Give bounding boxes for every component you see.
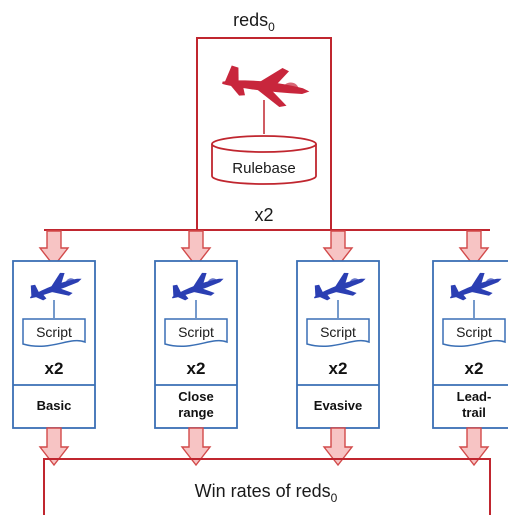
- script-label: Script: [36, 324, 72, 340]
- script-document-shape: [22, 318, 86, 348]
- script-document-shape: [164, 318, 228, 348]
- agent-name-line: Lead-: [457, 389, 492, 404]
- top-arrows: [38, 230, 490, 268]
- agent-multiplier: x2: [329, 359, 348, 378]
- agent-name-line: Close: [178, 389, 213, 404]
- down-arrow-bottom-3: [322, 427, 354, 467]
- down-arrow-top-4: [458, 230, 490, 268]
- script-label: Script: [456, 324, 492, 340]
- agent-name-line: Basic: [37, 398, 72, 413]
- down-arrow-bottom-1: [38, 427, 70, 467]
- down-arrow-top-1: [38, 230, 70, 268]
- agent-name-line: trail: [462, 405, 486, 420]
- win-rates-label: Win rates of reds0: [195, 481, 338, 505]
- script-document-shape: [442, 318, 506, 348]
- script-document-shape: [306, 318, 370, 348]
- script-label: Script: [178, 324, 214, 340]
- rulebase-label: Rulebase: [232, 160, 295, 177]
- down-arrow-top-2: [180, 230, 212, 268]
- agent-multiplier: x2: [45, 359, 64, 378]
- agent-multiplier: x2: [187, 359, 206, 378]
- bottom-arrows: [38, 427, 490, 467]
- script-label: Script: [320, 324, 356, 340]
- down-arrow-bottom-2: [180, 427, 212, 467]
- win-rates-box: [43, 458, 491, 515]
- agent-multiplier: x2: [465, 359, 484, 378]
- down-arrow-bottom-4: [458, 427, 490, 467]
- top-multiplier: x2: [254, 205, 273, 225]
- diagram-title: reds0: [233, 10, 275, 34]
- agent-name-line: range: [178, 405, 213, 420]
- agent-name-line: Evasive: [314, 398, 362, 413]
- rulebase-cylinder: [211, 135, 317, 185]
- down-arrow-top-3: [322, 230, 354, 268]
